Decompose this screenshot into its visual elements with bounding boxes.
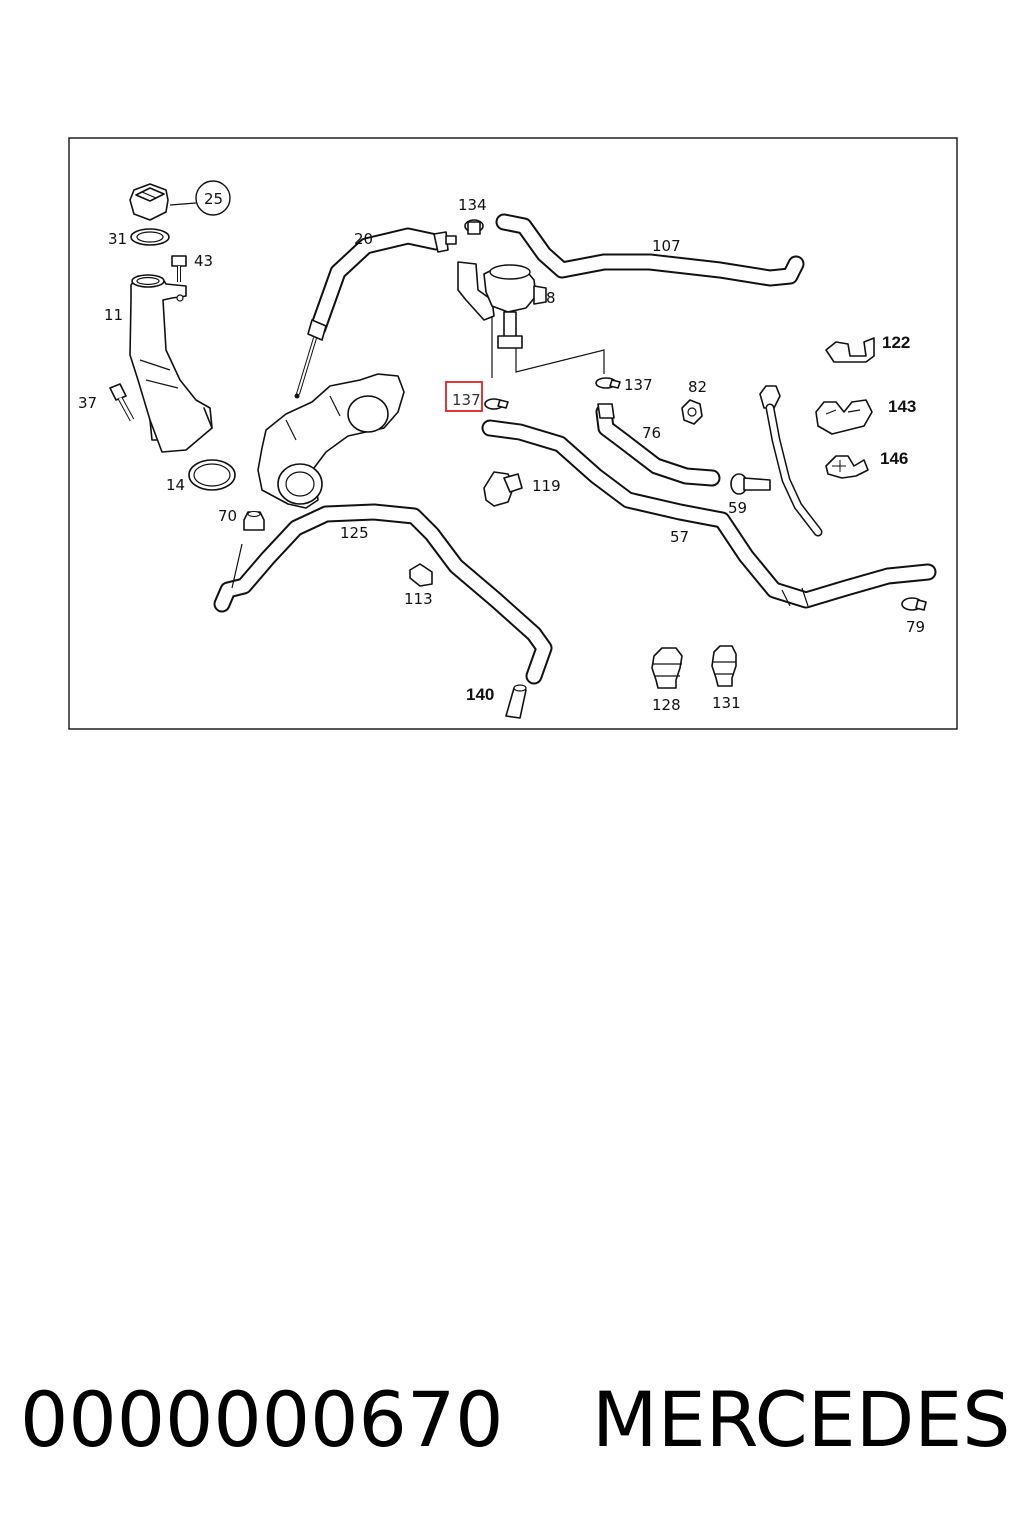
callout-143: 143 bbox=[888, 397, 916, 416]
callout-137-highlighted[interactable]: 137 bbox=[452, 391, 481, 409]
part-clamp-79[interactable] bbox=[901, 597, 927, 611]
footer: 0000000670 MERCEDES bbox=[0, 1370, 1024, 1470]
part-connector-140[interactable] bbox=[505, 684, 527, 719]
part-hose-20[interactable] bbox=[294, 227, 457, 399]
callout-82: 82 bbox=[688, 378, 707, 396]
callout-137: 137 bbox=[624, 376, 653, 394]
part-clip-119[interactable] bbox=[483, 471, 523, 507]
part-hose-107[interactable] bbox=[495, 213, 805, 287]
part-clamp-137-a[interactable] bbox=[484, 398, 509, 410]
callout-8: 8 bbox=[546, 289, 556, 307]
part-hose-57[interactable] bbox=[481, 419, 937, 609]
callout-113: 113 bbox=[404, 590, 433, 608]
callout-107: 107 bbox=[652, 237, 681, 255]
callout-128: 128 bbox=[652, 696, 681, 714]
callout-119: 119 bbox=[532, 477, 561, 495]
part-screw-37[interactable] bbox=[109, 383, 135, 422]
callout-25: 25 bbox=[204, 190, 223, 208]
part-clip-146[interactable] bbox=[825, 455, 869, 479]
callout-11: 11 bbox=[104, 306, 123, 324]
parts-diagram: 25 31 43 11 37 14 70 20 134 107 8 137 13… bbox=[68, 137, 958, 730]
callout-37: 37 bbox=[78, 394, 97, 412]
callout-146: 146 bbox=[880, 449, 908, 468]
callout-140: 140 bbox=[466, 685, 494, 704]
part-clip-82[interactable] bbox=[681, 399, 703, 425]
callout-59: 59 bbox=[728, 499, 747, 517]
part-clamp-137-b[interactable] bbox=[595, 377, 621, 389]
brand-name: MERCEDES bbox=[592, 1375, 1011, 1464]
callout-circle-25 bbox=[195, 180, 231, 216]
part-number: 0000000670 bbox=[20, 1375, 504, 1464]
callout-79: 79 bbox=[906, 618, 925, 636]
part-hose-125[interactable] bbox=[213, 503, 553, 685]
part-clip-122[interactable] bbox=[825, 337, 875, 363]
part-clamp-134[interactable] bbox=[464, 219, 484, 235]
callout-20: 20 bbox=[354, 230, 373, 248]
callout-125: 125 bbox=[340, 524, 369, 542]
part-seal-ring[interactable] bbox=[130, 228, 170, 246]
part-grommet-131[interactable] bbox=[711, 645, 737, 687]
part-clip-143[interactable] bbox=[815, 399, 873, 435]
part-grommet-128[interactable] bbox=[651, 647, 683, 689]
part-dipstick-tube[interactable] bbox=[759, 385, 823, 537]
callout-134: 134 bbox=[458, 196, 487, 214]
part-clip-113[interactable] bbox=[409, 563, 433, 587]
part-cap[interactable] bbox=[129, 183, 169, 221]
callout-131: 131 bbox=[712, 694, 741, 712]
part-cap-70[interactable] bbox=[243, 511, 265, 531]
part-bolt-43[interactable] bbox=[171, 255, 187, 282]
callout-57: 57 bbox=[670, 528, 689, 546]
highlight-box-137 bbox=[445, 381, 483, 412]
callout-43: 43 bbox=[194, 252, 213, 270]
callout-122: 122 bbox=[882, 333, 910, 352]
callout-76: 76 bbox=[642, 424, 661, 442]
part-valve-8[interactable] bbox=[457, 261, 605, 378]
part-o-ring-14[interactable] bbox=[188, 459, 236, 491]
callout-70: 70 bbox=[218, 507, 237, 525]
part-connector-59[interactable] bbox=[730, 473, 771, 495]
part-filler-neck[interactable] bbox=[129, 274, 213, 453]
callout-14: 14 bbox=[166, 476, 185, 494]
callout-31: 31 bbox=[108, 230, 127, 248]
part-thermostat-housing[interactable] bbox=[257, 373, 405, 509]
part-hose-76[interactable] bbox=[595, 403, 721, 487]
